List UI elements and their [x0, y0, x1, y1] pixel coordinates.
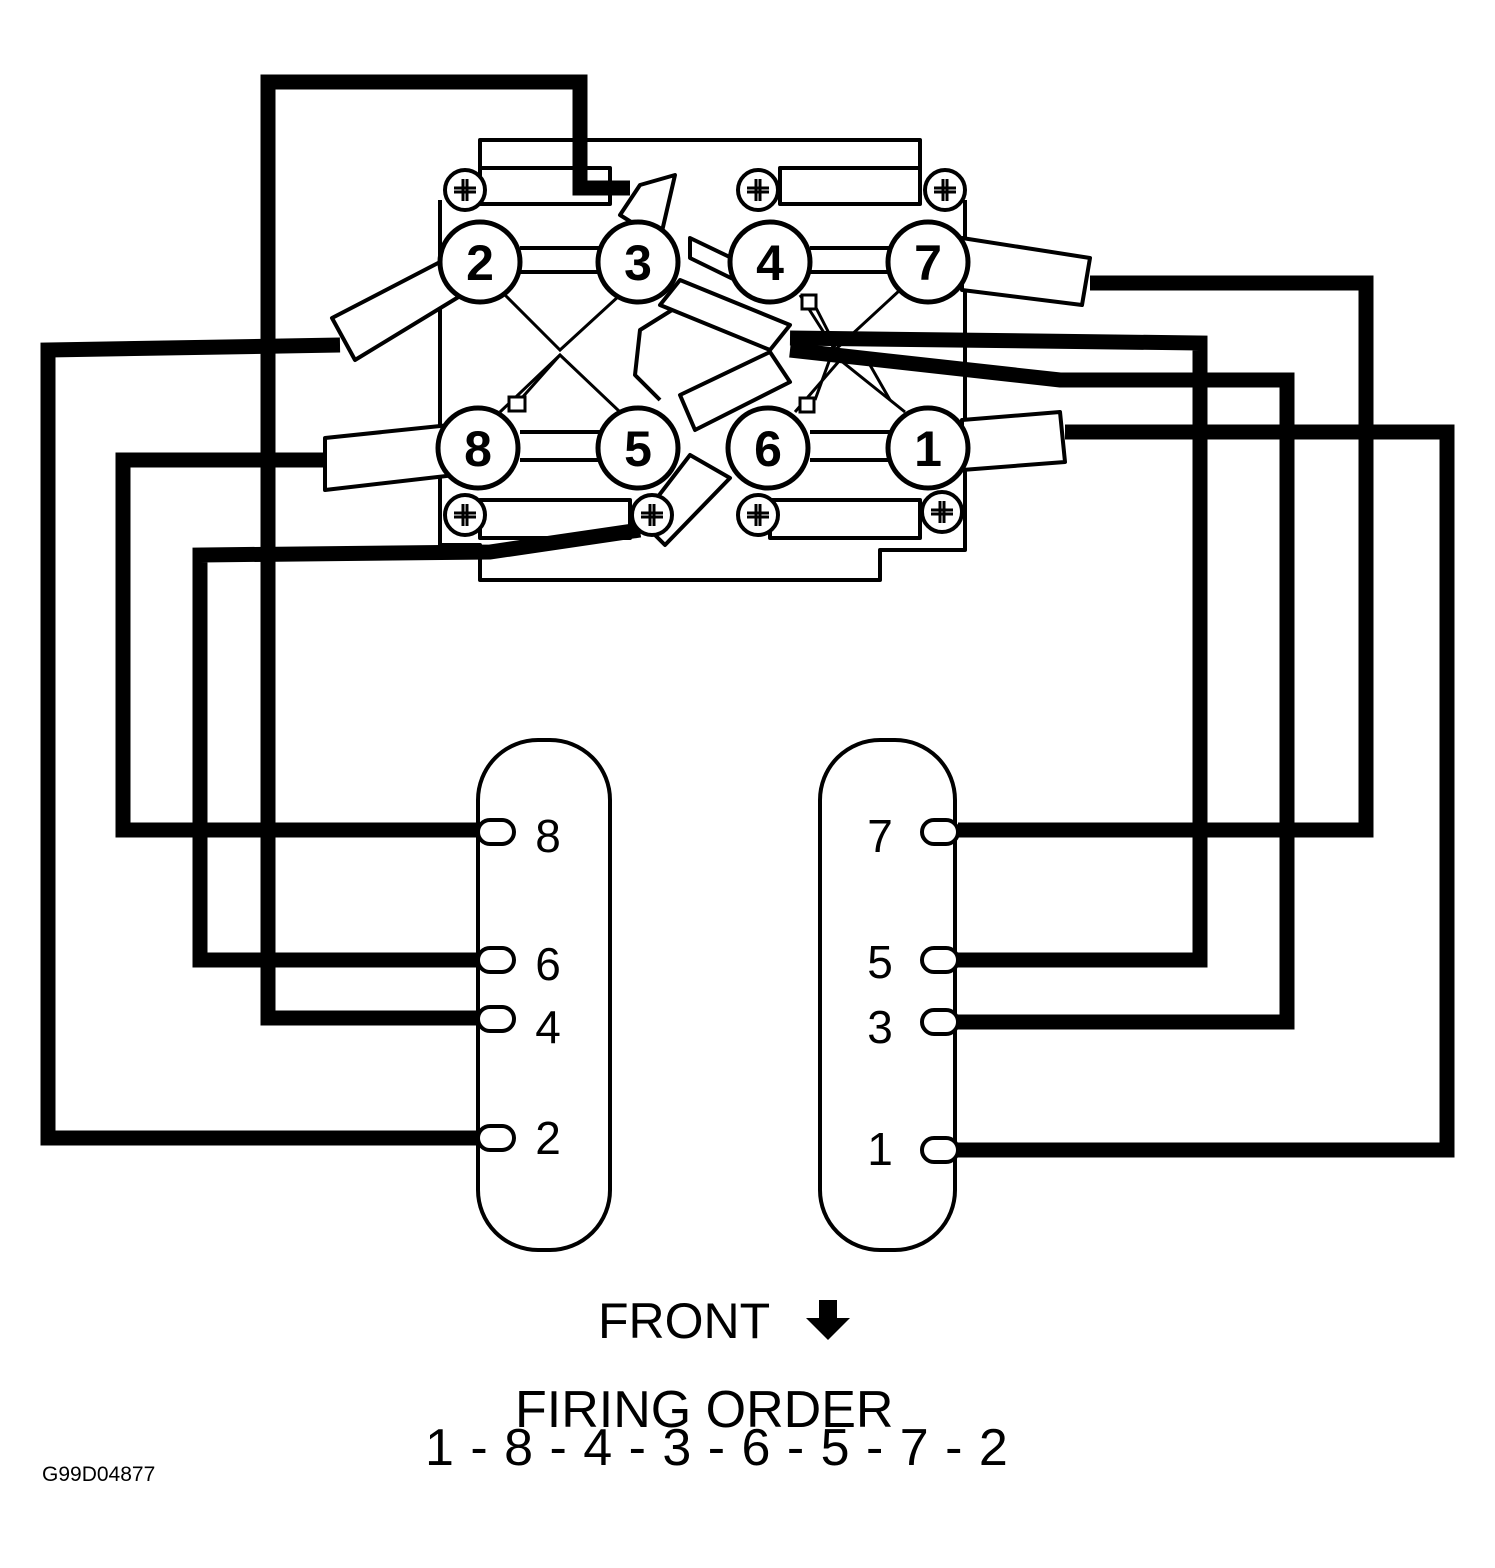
wire-1	[958, 424, 1455, 1158]
plug-2: 2	[437, 219, 523, 305]
coil-terminal	[476, 1005, 516, 1033]
bolts	[443, 168, 967, 537]
plug-number: 8	[464, 421, 492, 477]
plug-3: 3	[595, 219, 681, 305]
plug-number: 3	[624, 235, 652, 291]
bolt-icon	[920, 490, 964, 534]
spark-plugs: 2 3 4 7 8 5 6 1	[435, 219, 971, 491]
bolt-icon	[443, 493, 487, 537]
coil-terminal	[920, 818, 960, 846]
coil-number: 2	[535, 1112, 561, 1164]
coil-terminal	[476, 818, 516, 846]
wire-5	[789, 330, 1208, 968]
boot-5	[678, 350, 792, 432]
plug-number: 2	[466, 235, 494, 291]
boot-7	[960, 236, 1092, 307]
bolt-icon	[630, 493, 674, 537]
coil-terminal	[920, 1008, 960, 1036]
front-label: FRONT	[598, 1293, 771, 1349]
bolt-icon	[736, 493, 780, 537]
wire-3	[789, 342, 1295, 1030]
firing-order-title: FIRING ORDER	[515, 1381, 894, 1439]
boot-3b	[658, 278, 792, 352]
coil-pack-right: 7 5 3 1	[818, 738, 960, 1252]
figure-code: G99D04877	[42, 1463, 156, 1486]
coil-terminal	[920, 946, 960, 974]
coil-number: 6	[535, 938, 561, 990]
coil-number: 4	[535, 1001, 561, 1053]
ignition-wires	[40, 74, 1455, 1158]
plug-number: 1	[914, 421, 942, 477]
plug-number: 5	[624, 421, 652, 477]
plug-4: 4	[727, 219, 813, 305]
coil-terminal	[476, 946, 516, 974]
wire-7	[958, 275, 1374, 838]
plug-1: 1	[885, 405, 971, 491]
wire-2	[40, 337, 478, 1146]
terminal-squares	[507, 293, 818, 414]
coil-number: 7	[867, 810, 893, 862]
bolt-icon	[443, 168, 487, 212]
plug-8: 8	[435, 405, 521, 491]
plug-number: 6	[754, 421, 782, 477]
coil-terminal	[476, 1124, 516, 1152]
plug-6: 6	[725, 405, 811, 491]
coil-number: 1	[867, 1123, 893, 1175]
boot-8	[323, 423, 457, 492]
arrow-down-icon	[806, 1300, 850, 1340]
coil-terminal	[920, 1136, 960, 1164]
plug-number: 7	[914, 235, 942, 291]
wire-8	[115, 452, 478, 838]
bolt-icon	[923, 168, 967, 212]
coil-pack-left: 8 6 4 2	[476, 738, 612, 1252]
coil-number: 5	[867, 936, 893, 988]
plug-5: 5	[595, 405, 681, 491]
plug-7: 7	[885, 219, 971, 305]
bolt-icon	[736, 168, 780, 212]
boot-1	[960, 410, 1067, 472]
wire-4	[260, 74, 630, 1026]
plug-boots	[323, 173, 1092, 547]
coil-number: 8	[535, 810, 561, 862]
plug-number: 4	[756, 235, 784, 291]
wire-6	[192, 522, 642, 968]
coil-number: 3	[867, 1001, 893, 1053]
firing-order-sequence: 1 - 8 - 4 - 3 - 6 - 5 - 7 - 2	[425, 1419, 1009, 1477]
